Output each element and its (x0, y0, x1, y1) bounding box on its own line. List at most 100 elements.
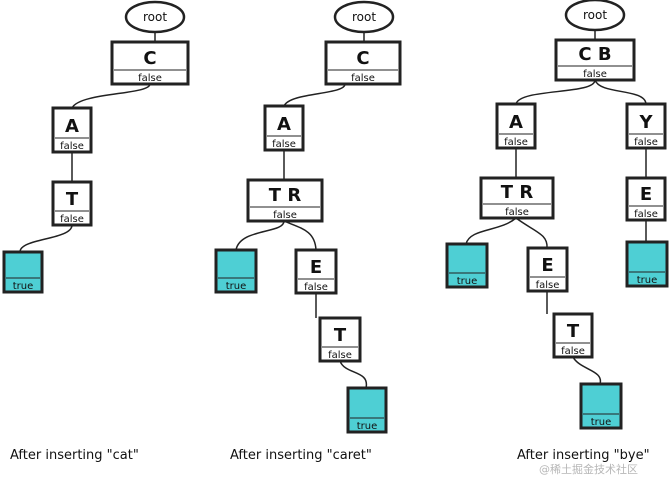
node-flag: false (60, 214, 84, 225)
node-flag: false (504, 137, 528, 148)
node-flag: false (561, 346, 585, 357)
node-flag: false (60, 141, 84, 152)
node-flag: false (505, 207, 529, 218)
node-chars: T R (269, 185, 302, 206)
node-flag: false (328, 350, 352, 361)
node-chars: Y (638, 112, 653, 133)
node-box (51, 180, 93, 227)
edge (19, 224, 73, 253)
trie-node: C B false (554, 38, 636, 82)
node-box (2, 250, 44, 294)
node-flag: true (226, 281, 247, 292)
node-flag: false (304, 282, 328, 293)
trie-node: T R false (479, 176, 555, 220)
edge (283, 220, 317, 251)
edge (71, 83, 151, 109)
node-flag: true (637, 275, 658, 286)
node-chars: E (310, 257, 322, 278)
node-chars: E (541, 255, 553, 276)
node-flag: false (138, 73, 162, 84)
node-flag: true (457, 276, 478, 287)
root-label: root (143, 10, 167, 24)
root-label: root (583, 8, 607, 22)
node-chars: T (567, 321, 580, 342)
node-chars: C B (578, 44, 611, 65)
edge (283, 83, 346, 107)
root-node: root (333, 0, 395, 34)
edges (19, 31, 647, 389)
node-flag: true (13, 281, 34, 292)
node-flag: false (634, 137, 658, 148)
node-box (579, 382, 623, 430)
node-flag: false (273, 210, 297, 221)
node-chars: T R (501, 182, 534, 203)
node-box (552, 312, 594, 359)
node-flag: false (536, 280, 560, 291)
word-end-node: true (445, 242, 489, 289)
node-box (246, 178, 324, 223)
edge (515, 217, 548, 249)
word-end-node: true (214, 248, 258, 294)
node-chars: C (356, 48, 369, 69)
node-chars: T (334, 325, 347, 346)
node-box (445, 242, 489, 289)
edge (515, 79, 596, 105)
node-chars: E (640, 184, 652, 205)
node-chars: T (66, 189, 79, 210)
node-box (110, 40, 190, 86)
node-flag: false (351, 73, 375, 84)
node-box (479, 176, 555, 220)
edge (594, 79, 647, 105)
edge (465, 217, 517, 245)
node-box (324, 40, 402, 86)
node-box (318, 316, 362, 363)
node-flag: true (591, 417, 612, 428)
trie-node: T R false (246, 178, 324, 223)
node-box (554, 38, 636, 82)
node-box (346, 386, 388, 434)
node-box (214, 248, 258, 294)
node-flag: false (583, 69, 607, 80)
node-flag: false (272, 139, 296, 150)
node-flag: true (357, 421, 378, 432)
node-box (263, 104, 305, 152)
node-box (294, 248, 338, 295)
word-end-node: true (346, 386, 388, 434)
edge (339, 360, 367, 389)
caption-cat: After inserting "cat" (10, 448, 139, 463)
node-chars: C (143, 48, 156, 69)
node-box (526, 246, 569, 293)
root-node: root (124, 0, 186, 34)
node-chars: A (65, 116, 79, 137)
root-node: root (564, 0, 626, 32)
watermark: @稀土掘金技术社区 (539, 462, 638, 476)
node-box (51, 106, 93, 154)
word-end-node: true (2, 250, 44, 294)
caption-caret: After inserting "caret" (230, 448, 372, 463)
node-box (625, 240, 669, 288)
node-flag: false (634, 209, 658, 220)
node-box (495, 102, 537, 150)
node-box (625, 176, 667, 222)
edge (235, 220, 285, 251)
word-end-node: true (579, 382, 623, 430)
node-chars: A (509, 112, 523, 133)
word-end-node: true (625, 240, 669, 288)
caption-bye: After inserting "bye" (517, 448, 650, 463)
root-label: root (352, 10, 376, 24)
edge (572, 356, 602, 385)
